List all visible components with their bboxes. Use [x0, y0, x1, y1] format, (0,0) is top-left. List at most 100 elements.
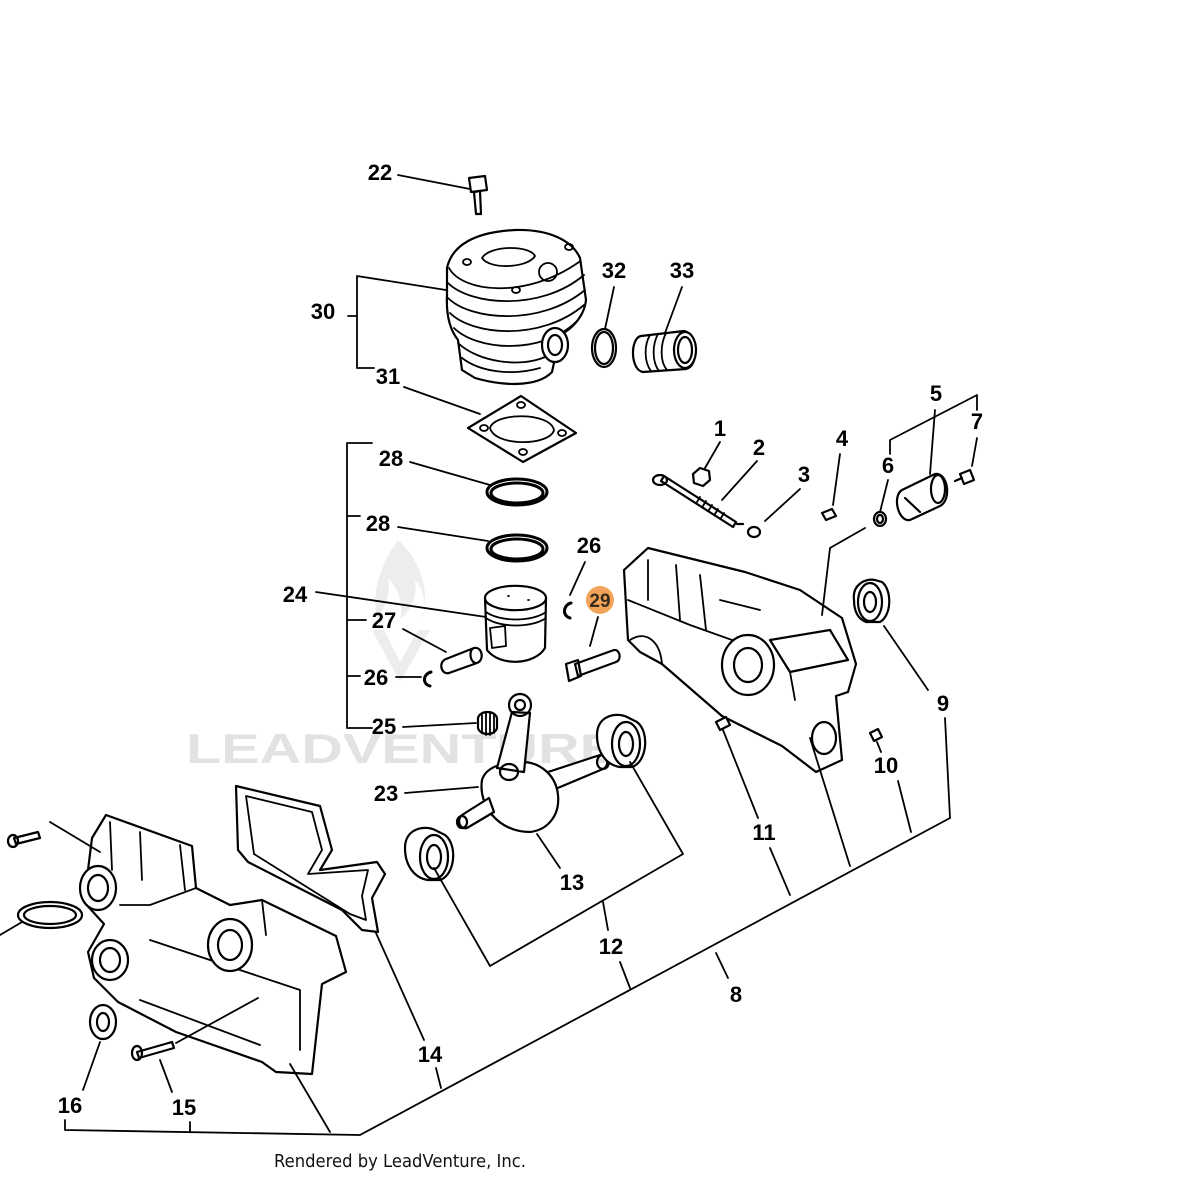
callout-24[interactable]: 24: [283, 582, 308, 607]
part-4-pin: [820, 507, 838, 522]
callout-7[interactable]: 7: [971, 409, 983, 434]
washer-shape: [735, 522, 762, 539]
ring-shape: [485, 533, 549, 563]
part-24-piston: [483, 584, 548, 663]
watermark-logo: [372, 540, 430, 682]
callout-14[interactable]: 14: [418, 1042, 443, 1067]
gasket-inner: [245, 795, 369, 921]
leader-10: [876, 741, 912, 833]
part-3-washer: [735, 522, 762, 539]
leader-4: [832, 453, 841, 506]
part-16-oil-seal: [88, 1003, 118, 1041]
callout-8[interactable]: 8: [730, 982, 742, 1007]
sleeve-shape: [895, 472, 949, 522]
part-15-screw: [130, 1040, 176, 1062]
callout-33[interactable]: 33: [670, 258, 694, 283]
circlip-shape: [423, 670, 433, 688]
part-10-dowel-pin: [868, 727, 884, 743]
callout-1[interactable]: 1: [714, 416, 726, 441]
callout-4[interactable]: 4: [836, 426, 849, 451]
part-33-intake-flange: [631, 329, 698, 374]
leader-16: [82, 1041, 101, 1091]
part-31-cylinder-gasket: [466, 394, 578, 464]
crankcase-left-half: [78, 813, 348, 1076]
leader-12-bracket: [433, 761, 684, 989]
part-28-piston-ring-lower: [485, 533, 549, 563]
highlight-marker: [586, 586, 614, 614]
part-5-stud-sleeve: [895, 472, 949, 522]
callout-23[interactable]: 23: [374, 781, 398, 806]
seal-shape: [852, 578, 891, 624]
leader-crankcase-right: [809, 527, 866, 867]
watermark-text: LEADVENTURE: [186, 725, 618, 772]
callout-5[interactable]: 5: [930, 381, 942, 406]
callout-29-highlighted[interactable]: 29: [589, 591, 610, 612]
leader-32: [604, 286, 615, 330]
part-12-bearing-right: [595, 713, 647, 769]
callout-30[interactable]: 30: [311, 299, 335, 324]
callout-2[interactable]: 2: [753, 435, 765, 460]
crankcase-right-details: [627, 559, 796, 701]
callout-10[interactable]: 10: [874, 753, 898, 778]
flange-ridges: [644, 332, 668, 372]
callout-15[interactable]: 15: [172, 1095, 196, 1120]
crank-web: [480, 760, 560, 834]
leader-24: [315, 591, 487, 618]
leader-crankcase-left: [0, 821, 331, 1133]
part-13-crankshaft: [455, 692, 611, 834]
leader-piston-bracket: [346, 442, 373, 729]
dowel-shape: [868, 727, 884, 743]
callout-6[interactable]: 6: [882, 453, 894, 478]
callout-27[interactable]: 27: [372, 608, 396, 633]
exhaust-port: [540, 326, 570, 364]
leader-28-lower: [397, 526, 489, 542]
leader-15: [159, 997, 259, 1133]
circlip-shape: [563, 601, 573, 620]
callout-31[interactable]: 31: [376, 364, 400, 389]
screw-shape: [953, 468, 976, 486]
long-bolt-threads: [696, 496, 725, 519]
leader-30-bracket: [347, 275, 447, 369]
oring-shape: [590, 327, 618, 369]
part-26-circlip-lower: [423, 670, 433, 688]
leader-29: [589, 616, 599, 647]
callout-26-upper[interactable]: 26: [577, 533, 601, 558]
leader-9: [883, 625, 951, 819]
callout-25[interactable]: 25: [372, 714, 396, 739]
callout-16[interactable]: 16: [58, 1093, 82, 1118]
rendered-by-footer: Rendered by LeadVenture, Inc.: [274, 1151, 526, 1172]
part-12-bearing-left: [403, 826, 455, 882]
bearing-face: [610, 720, 642, 768]
crankcase-right-bosses: [720, 628, 850, 756]
callout-28-upper[interactable]: 28: [379, 446, 403, 471]
callout-26-lower[interactable]: 26: [364, 665, 388, 690]
gasket-outline: [466, 394, 578, 464]
nut-shape: [691, 466, 712, 488]
pin-shape: [820, 507, 838, 522]
ring-shape: [16, 900, 84, 930]
wrist-pin-shape: [564, 648, 621, 683]
callout-9[interactable]: 9: [937, 691, 949, 716]
part-14-crankcase-gasket: [234, 784, 387, 934]
callout-3[interactable]: 3: [798, 462, 810, 487]
part-30-cylinder: [445, 228, 588, 386]
gasket-outline: [234, 784, 387, 934]
leader-28-upper: [409, 461, 491, 486]
dowel-shape: [714, 715, 732, 732]
callout-22[interactable]: 22: [368, 160, 392, 185]
callout-11[interactable]: 11: [752, 820, 775, 845]
gasket-holes: [479, 401, 567, 456]
watermark: LEADVENTURE: [186, 540, 618, 772]
callout-13[interactable]: 13: [560, 870, 584, 895]
part-28-piston-ring-upper: [485, 477, 549, 507]
crankcase-right-half: [622, 546, 858, 774]
callout-12[interactable]: 12: [599, 934, 623, 959]
leader-lines: [0, 174, 978, 1136]
part-29-wrist-pin: [564, 648, 621, 683]
callout-32[interactable]: 32: [602, 258, 626, 283]
crank-left-shaft: [455, 796, 496, 830]
screw-shape: [6, 830, 42, 849]
callout-28-lower[interactable]: 28: [366, 511, 390, 536]
part-27-piston-pin: [440, 646, 483, 675]
